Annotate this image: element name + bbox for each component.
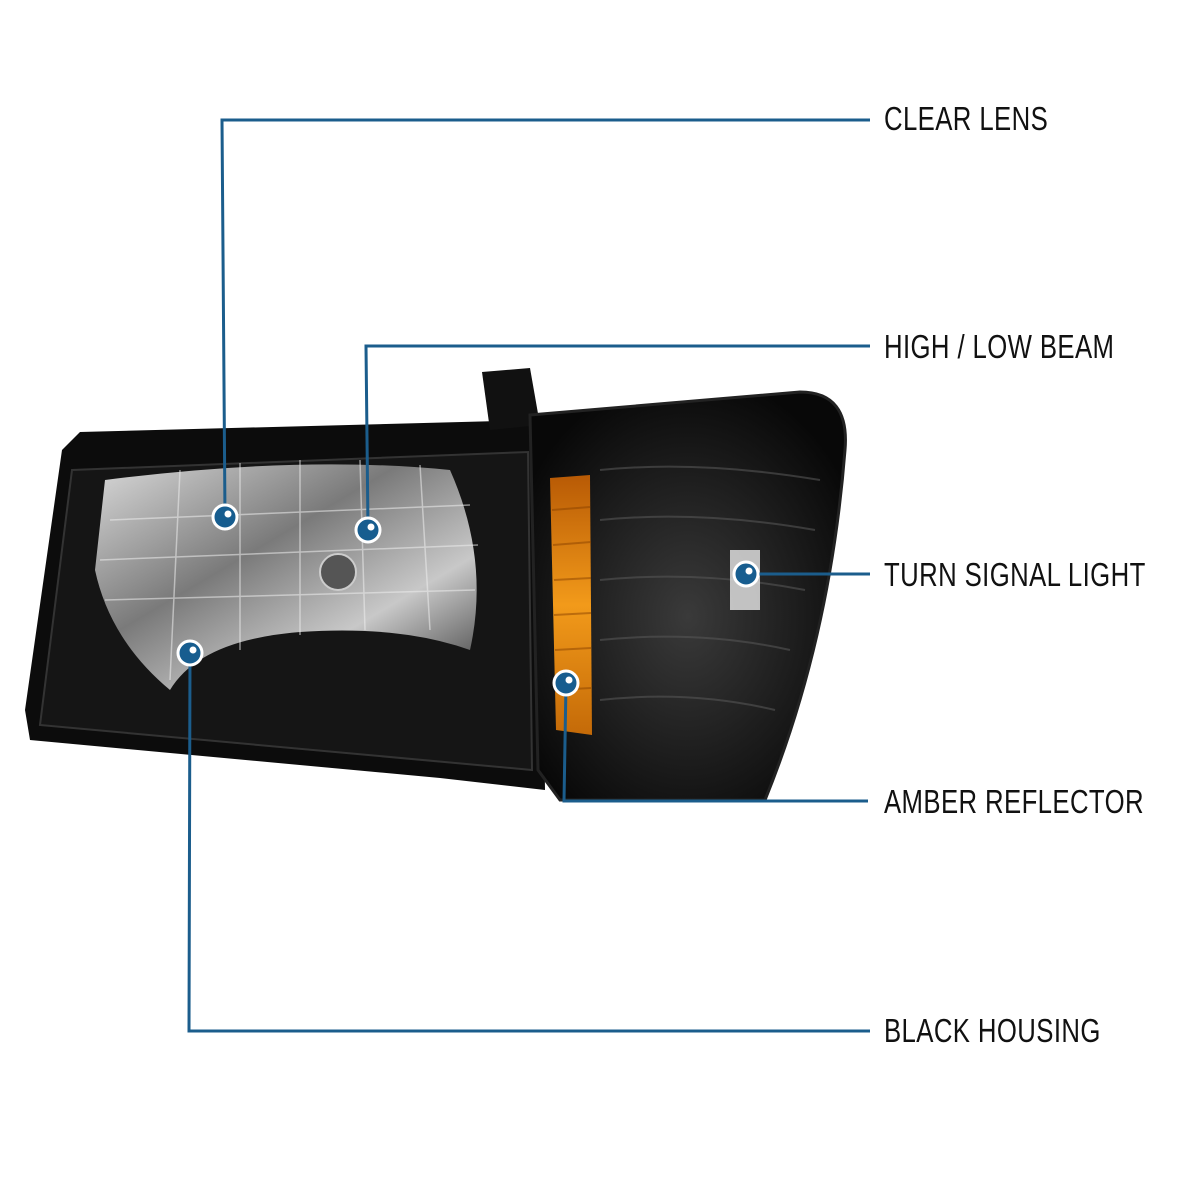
- callout-label-black-housing: BLACK HOUSING: [884, 1012, 1101, 1049]
- callout-dot-amber-reflector: [552, 669, 580, 697]
- headlight-housing: [25, 368, 545, 790]
- callout-dot-clear-lens: [211, 503, 239, 531]
- leader-lines: [187, 118, 870, 1033]
- callout-dot-black-housing: [176, 639, 204, 667]
- corner-light: [528, 390, 847, 802]
- amber-reflector-strip: [550, 475, 592, 735]
- callout-dots: [176, 503, 760, 697]
- callout-label-turn-signal-light: TURN SIGNAL LIGHT: [884, 556, 1146, 593]
- callout-dot-high-low-beam: [354, 516, 382, 544]
- callout-dot-turn-signal: [732, 560, 760, 588]
- callout-label-amber-reflector: AMBER REFLECTOR: [884, 783, 1144, 820]
- callout-label-high-low-beam: HIGH / LOW BEAM: [884, 328, 1115, 365]
- callout-label-clear-lens: CLEAR LENS: [884, 100, 1049, 137]
